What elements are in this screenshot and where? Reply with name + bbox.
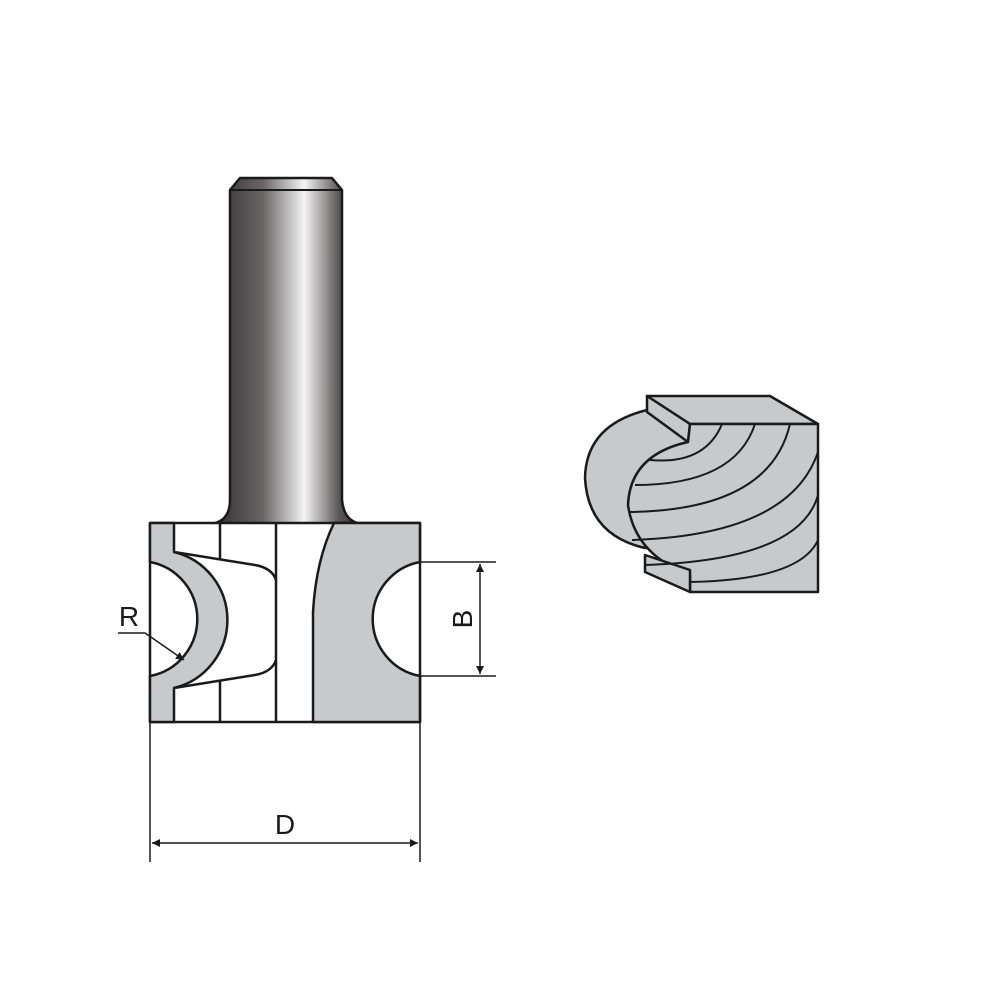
dimension-d [149,722,421,862]
left-cutting-edge [148,521,229,724]
dimension-label-r: R [119,601,139,632]
wood-grain-lines [629,423,819,583]
dimension-label-b: B [447,610,478,629]
router-bit [148,176,422,724]
flute-curve [173,659,278,690]
dimension-label-d: D [275,809,295,840]
flute-curve [173,550,278,581]
right-cutting-edge [311,521,422,724]
workpiece-profile [583,394,820,594]
dimension-r [118,632,185,661]
shank [208,176,364,526]
dimension-b [420,561,496,677]
